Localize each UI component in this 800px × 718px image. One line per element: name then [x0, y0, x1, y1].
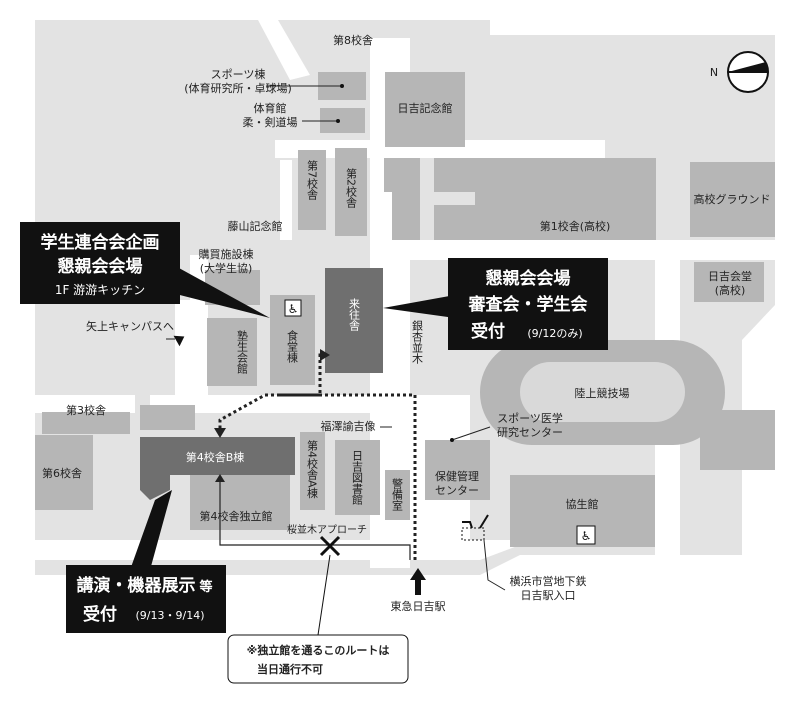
label-dai3: 第3校舎 [66, 403, 106, 417]
label-dai4b: 第4校舎B棟 [186, 450, 245, 464]
label-library: 日吉図書館 [351, 450, 364, 506]
svg-text:♿: ♿ [288, 302, 299, 316]
label-kobai-2: (大学生協) [200, 261, 253, 275]
leader-lines [166, 85, 491, 441]
callout-right-line1: 懇親会会場 [486, 268, 571, 289]
notice-line2: 当日通行不可 [257, 662, 323, 676]
label-koko-ground: 高校グラウンド [694, 192, 771, 206]
label-kyosei: 協生館 [566, 497, 599, 511]
label-raiojusha: 来往舎 [348, 298, 361, 332]
label-subway-2: 日吉駅入口 [521, 589, 576, 602]
station-arrow-icon [410, 568, 426, 595]
label-shokudo: 食堂棟 [286, 329, 299, 364]
label-dai1: 第1校舎(高校) [540, 219, 611, 233]
callout-bottom-line2: 受付 [83, 604, 117, 625]
callout-right-note: (9/12のみ) [527, 327, 582, 340]
label-tokyu: 東急日吉駅 [391, 599, 446, 613]
callout-right-line2: 審査会・学生会 [468, 294, 588, 315]
label-gym-2: 柔・剣道場 [243, 115, 298, 129]
label-hoken-2: センター [435, 484, 479, 497]
label-fukuzawa: 福澤諭吉像 [321, 419, 376, 433]
route-notice: ※独立館を通るこのルートは 当日通行不可 [227, 554, 409, 684]
label-dai7: 第7校舎 [306, 159, 319, 201]
label-dai2: 第2校舎 [345, 167, 358, 209]
athletic-field [480, 340, 725, 445]
label-gym-1: 体育館 [254, 101, 287, 115]
label-hiyoshi-kaido-2: (高校) [715, 283, 746, 297]
callout-bottom-line1: 講演・機器展示 [77, 575, 196, 596]
callout-bottom-line1-suffix: 等 [198, 579, 212, 595]
label-ginkgo: 銀杏並木 [411, 319, 424, 365]
callout-bottom-note: (9/13・9/14) [136, 609, 205, 622]
callout-left-line2: 懇親会会場 [58, 256, 143, 277]
label-rikujo: 陸上競技場 [575, 386, 630, 400]
label-subway-1: 横浜市営地下鉄 [510, 574, 587, 588]
subway-entrance-icon [461, 514, 489, 541]
label-dai4a: 第4校舎A棟 [306, 439, 319, 500]
notice-line1: ※独立館を通るこのルートは [247, 643, 390, 657]
subway-leader-line [483, 539, 506, 591]
wheelchair-icon: ♿ [576, 525, 596, 545]
label-sports-med-2: 研究センター [497, 425, 563, 439]
closed-route [219, 480, 411, 560]
building-dai4b [140, 437, 295, 500]
callout-right-line3: 受付 [471, 321, 505, 342]
label-sports-med-1: スポーツ医学 [497, 411, 563, 425]
label-keibi: 警備室 [391, 477, 404, 511]
yagami-arrow-icon [173, 335, 185, 347]
label-jukusei: 塾生会館 [236, 329, 249, 375]
callout-left-line1: 学生連合会企画 [41, 232, 160, 253]
callout-bottom: 講演・機器展示 等 受付 (9/13・9/14) [66, 490, 226, 633]
route-arrow-up [215, 474, 225, 482]
svg-text:♿: ♿ [581, 529, 592, 543]
buildings [35, 72, 775, 547]
walking-route [218, 353, 417, 560]
label-compass-n: N [710, 66, 718, 79]
building-labels: 第8校舎 スポーツ棟 (体育研究所・卓球場) 体育館 柔・剣道場 日吉記念館 第… [42, 33, 771, 613]
label-sports-2: (体育研究所・卓球場) [184, 81, 292, 95]
compass-icon [727, 51, 769, 93]
callout-right: 懇親会会場 審査会・学生会 受付 (9/12のみ) [383, 258, 608, 350]
label-hiyoshi-kinen: 日吉記念館 [398, 101, 453, 115]
label-kobai-1: 購買施設棟 [199, 247, 254, 261]
no-entry-x-icon [319, 535, 341, 557]
label-dai8: 第8校舎 [333, 33, 373, 47]
label-sports-1: スポーツ棟 [211, 67, 266, 81]
label-yagami: 矢上キャンパスへ [86, 319, 174, 333]
route-arrows [214, 349, 330, 438]
wheelchair-icon: ♿ [284, 299, 302, 317]
callout-left: 学生連合会企画 懇親会会場 1F 游游キッチン [20, 222, 270, 318]
label-hiyoshi-kaido-1: 日吉会堂 [708, 270, 752, 283]
label-dai4dokuritsu: 第4校舎独立館 [200, 509, 273, 523]
label-sakura: 桜並木アプローチ [287, 523, 367, 536]
label-dai6: 第6校舎 [42, 466, 82, 480]
label-fujiyama: 藤山記念館 [228, 219, 283, 233]
callout-left-line3: 1F 游游キッチン [55, 283, 145, 297]
label-hoken-1: 保健管理 [435, 469, 479, 483]
leader-dots [336, 84, 454, 442]
building-raiojusha [325, 268, 383, 373]
